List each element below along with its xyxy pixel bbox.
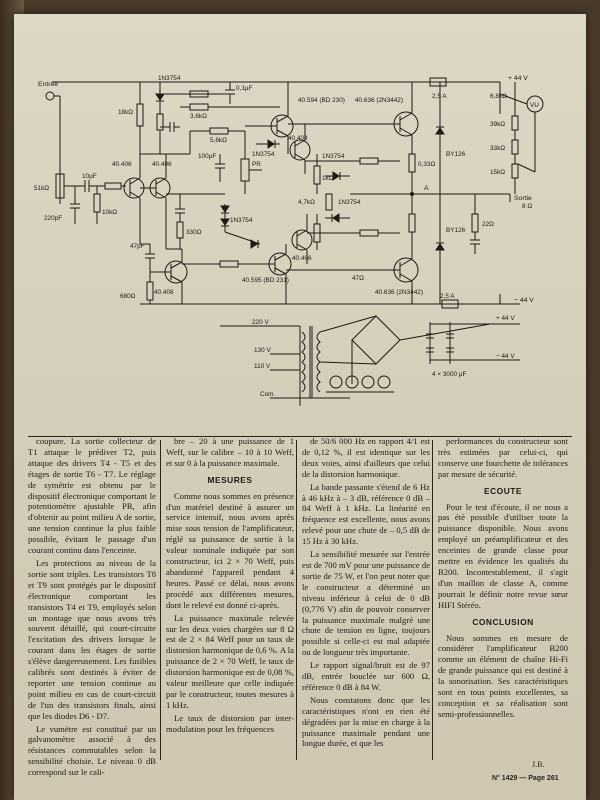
supply-pos-label: + 44 V — [508, 75, 528, 82]
res-680-label: 680Ω — [120, 293, 136, 300]
amplifier-schematic: Entrée 40.406 40.406 40.408 40.594 (BD 2… — [34, 75, 544, 406]
paragraph: Le rapport signal/bruit est de 97 dB, en… — [302, 660, 430, 692]
transistor-t9-label: 40.406 — [292, 255, 312, 262]
transistor-t4-label: 40.594 (BD 230) — [298, 97, 345, 104]
cap-10u-label: 10µF — [82, 173, 97, 180]
paragraph: La puissance maximale relevée sur les de… — [166, 612, 294, 710]
paragraph: Les protections au niveau de la sortie s… — [28, 557, 156, 721]
article-column-3: de 50/6 000 Hz en rapport 4/1 est de 0,1… — [302, 436, 430, 751]
section-heading: MESURES — [207, 474, 253, 485]
section-heading: CONCLUSION — [472, 616, 534, 627]
cap-01u-label: 0,1µF — [236, 85, 253, 92]
article-body: coupure. La sortie collecteur de T1 atta… — [28, 436, 572, 777]
res-15k-label: 15kΩ — [490, 169, 505, 176]
output-label: Sortie — [514, 195, 532, 202]
paragraph: La sensibilité mesurée sur l'entrée est … — [302, 549, 431, 658]
transistor-t1-label: 40.406 — [112, 161, 132, 168]
transistor-t7-label: 40.636 (2N3442) — [375, 289, 423, 296]
mains-220-label: 220 V — [252, 319, 269, 326]
column-rule — [432, 440, 433, 760]
paragraph: La bande passante s'étend de 6 Hz à 46 k… — [302, 481, 430, 547]
res-33k-label: 33kΩ — [490, 145, 505, 152]
fuse-top-label: 2,5 A — [432, 93, 447, 100]
cap-bank-label: 4 × 3000 µF — [432, 371, 467, 378]
res-4k7-label: 4,7kΩ — [298, 199, 315, 206]
supply-neg-ps-label: − 44 V — [496, 353, 515, 360]
mains-110-label: 110 V — [254, 363, 271, 370]
diode-d4-label: 1N3754 — [322, 153, 345, 160]
diode-d7-label: BY126 — [446, 227, 466, 234]
supply-neg-label: − 44 V — [514, 297, 534, 304]
transistor-t5-label: 40.595 (BD 231) — [242, 277, 289, 284]
res-22-label: 22Ω — [482, 221, 494, 228]
transistor-t8-label: 40.408 — [288, 135, 308, 142]
diode-d2-label: 1N3754 — [252, 151, 275, 158]
diode-d6-label: BY126 — [446, 151, 466, 158]
vu-meter-label: VU — [530, 102, 539, 109]
article-column-4: performances du constructeur sont très e… — [438, 436, 568, 722]
paragraph: Comme nous sommes en pré­sence d'un maté… — [166, 490, 294, 610]
diode-d1-label: 1N3754 — [158, 75, 181, 82]
section-heading: ECOUTE — [484, 485, 522, 496]
transistor-t6-label: 40.636 (2N3442) — [355, 97, 403, 104]
author-signature: J.B. — [532, 760, 545, 769]
res-39k-label: 39kΩ — [490, 121, 505, 128]
com-label: Com. — [260, 391, 275, 398]
res-5k6-label: 5,6kΩ — [210, 137, 227, 144]
diode-d3-label: 1N3754 — [230, 217, 253, 224]
paragraph: de 50/6 000 Hz en rapport 4/1 est de 0,1… — [302, 436, 430, 479]
supply-pos-ps-label: + 44 V — [496, 315, 515, 322]
res-10k-label: 10kΩ — [102, 209, 117, 216]
mains-130-label: 130 V — [254, 347, 271, 354]
res-3k6-label: 3,6kΩ — [190, 113, 207, 120]
res-6k8-label: 6,8kΩ — [490, 93, 507, 100]
magazine-page — [14, 14, 586, 800]
transistor-t3-label: 40.408 — [154, 289, 174, 296]
paragraph: Nous constatons donc que les caractérist… — [302, 694, 430, 749]
paragraph: coupure. La sortie collecteur de T1 atta… — [28, 436, 156, 556]
pot-51k-label: 51kΩ — [34, 185, 49, 192]
article-column-1: coupure. La sortie collecteur de T1 atta… — [28, 436, 156, 780]
article-column-2: bre – 20 à une puissance de 1 Weff, sur … — [166, 436, 294, 737]
node-a-label: A — [424, 185, 429, 192]
res-1k-label: 1kΩ — [322, 175, 334, 182]
res-47-label: 47Ω — [352, 275, 364, 282]
res-033-label: 0,33Ω — [418, 161, 435, 168]
diode-d5-label: 1N3754 — [338, 199, 361, 206]
res-18k-label: 18kΩ — [118, 109, 133, 116]
paragraph: Le taux de distorsion par inter­modulati… — [166, 712, 294, 734]
paragraph: performances du constructeur sont très e… — [438, 436, 568, 479]
cap-47pf-label: 47pF — [130, 243, 145, 250]
res-330-label: 330Ω — [186, 229, 202, 236]
column-rule — [296, 440, 297, 760]
cap-220pf-label: 220pF — [44, 215, 62, 222]
cap-100u-label: 100µF — [198, 153, 216, 160]
section-divider — [28, 436, 572, 437]
input-label: Entrée — [38, 81, 58, 88]
output-impedance-label: 8 Ω — [522, 203, 532, 210]
paragraph: Nous sommes en mesure de considérer l'am… — [438, 632, 568, 719]
transistor-t2-label: 40.406 — [152, 161, 172, 168]
column-rule — [160, 440, 161, 760]
paragraph: bre – 20 à une puissance de 1 Weff, sur … — [166, 436, 294, 468]
pr-label: PR — [252, 161, 261, 168]
fuse-bottom-label: 2,5 A — [440, 293, 455, 300]
page-footer: N° 1429 — Page 261 — [492, 775, 559, 782]
paragraph: Le vumètre est constitué par un galvanom… — [28, 723, 156, 778]
paragraph: Pour le test d'écoute, il ne nous a pas … — [438, 501, 568, 610]
